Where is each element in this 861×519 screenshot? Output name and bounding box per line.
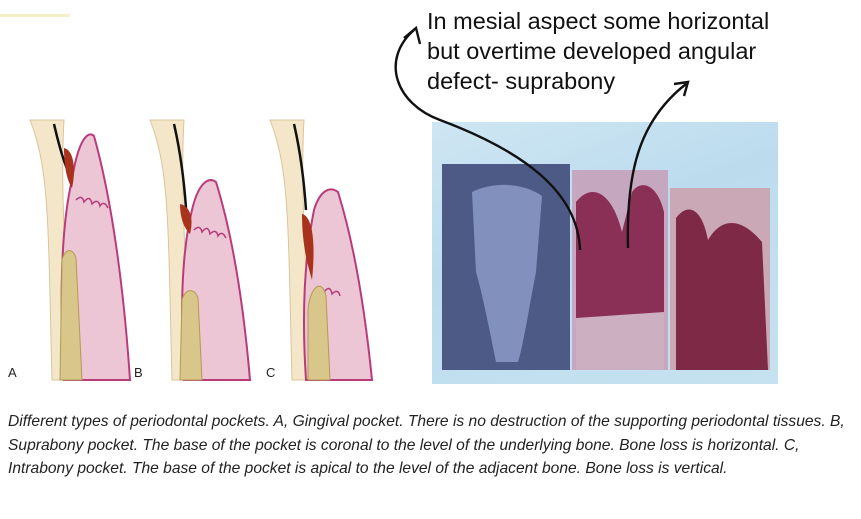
- curved-arrow-left-head: [403, 25, 422, 45]
- panel-c-calculus: [302, 214, 314, 280]
- histology-bone-1: [576, 312, 664, 370]
- figure-caption: Different types of periodontal pockets. …: [8, 413, 845, 477]
- slide-photo-svg: [442, 164, 770, 370]
- slide-photo: [432, 122, 778, 384]
- panel-c-bone: [307, 285, 331, 381]
- panel-b-bone: [179, 290, 203, 381]
- panel-b-epithelium: [193, 226, 227, 239]
- annotation-text: In mesial aspect some horizontal but ove…: [427, 8, 770, 94]
- panel-b-diagram: [149, 119, 252, 381]
- panel-b-calculus: [180, 204, 192, 234]
- top-highlight-mark: [0, 14, 70, 17]
- panel-a-calculus: [64, 148, 74, 188]
- panel-c-crown-line: [292, 123, 308, 211]
- histology-tissue-2: [676, 209, 768, 370]
- pocket-diagrams: A B C: [0, 110, 400, 390]
- panel-a-diagram: [29, 119, 132, 381]
- panel-a-epithelium: [75, 196, 109, 209]
- panel-label-b: B: [134, 365, 143, 380]
- panel-c-diagram: [269, 119, 374, 381]
- panel-a-bone: [59, 250, 83, 381]
- panel-label-a: A: [8, 365, 17, 380]
- pocket-diagrams-svg: [29, 119, 374, 381]
- panel-label-c: C: [266, 365, 276, 380]
- panel-b-crown-line: [172, 123, 188, 209]
